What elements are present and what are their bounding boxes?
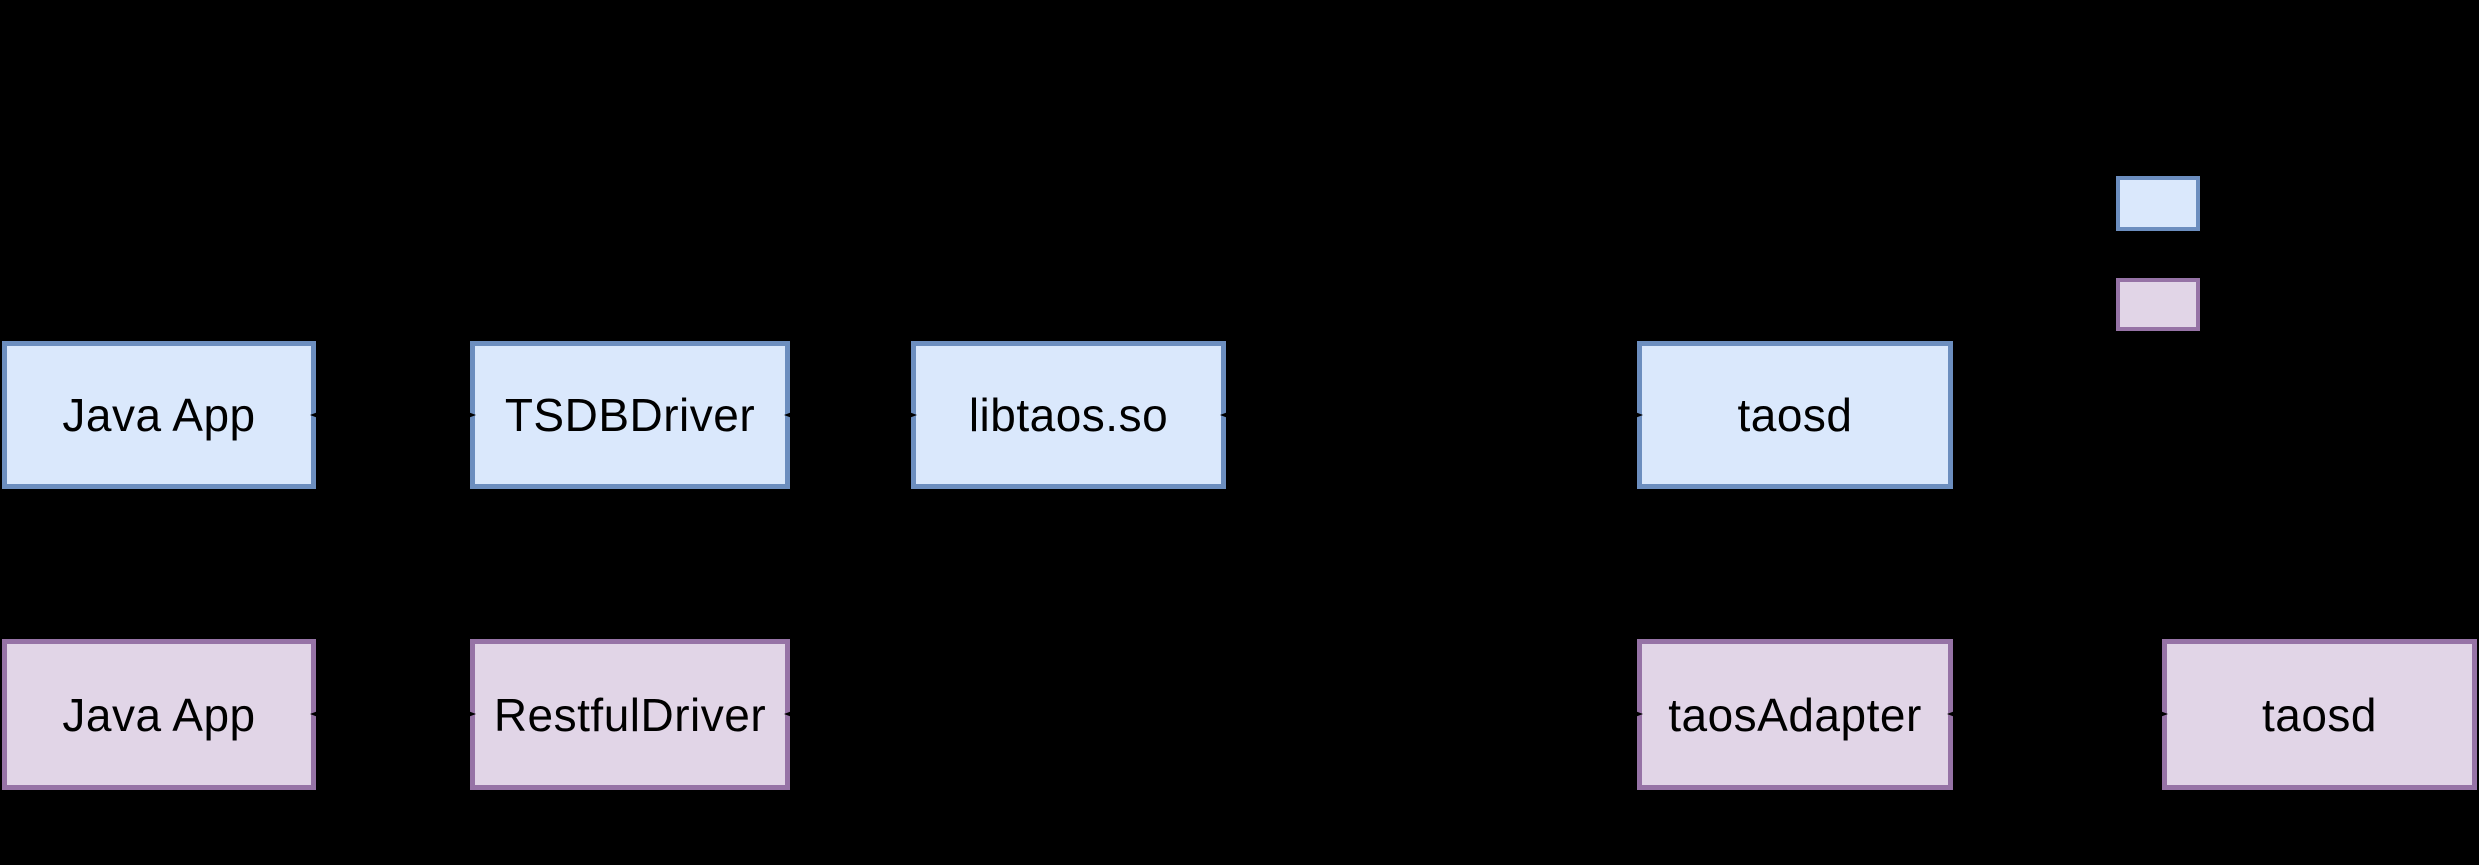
node-taosd-restful: taosd [2162, 639, 2477, 790]
arrow-libtaos-taosd [1220, 403, 1643, 427]
arrow-restfuldriver-taosadapter [784, 702, 1643, 726]
node-restful-driver: RestfulDriver [470, 639, 790, 790]
node-tsdb-driver: TSDBDriver [470, 341, 790, 489]
node-label: Java App [62, 389, 256, 441]
arrow-javaapp-tsdbdriver [310, 403, 476, 427]
node-label: taosd [1737, 389, 1853, 441]
node-label: taosd [2261, 688, 2378, 741]
arrow-javaapp-restfuldriver [310, 702, 476, 726]
node-java-app-restful: Java App [2, 639, 316, 790]
node-label: RestfulDriver [493, 688, 767, 741]
node-label: taosAdapter [1668, 688, 1922, 741]
arrow-tsdbdriver-libtaos [784, 403, 917, 427]
node-label: Java App [62, 688, 256, 741]
node-taosd-jni: taosd [1637, 341, 1953, 489]
arrow-taosadapter-taosd [1947, 702, 2168, 726]
legend-restful-swatch [2116, 278, 2200, 331]
node-label: libtaos.so [968, 389, 1169, 441]
node-java-app-jni: Java App [2, 341, 316, 489]
legend-jni-swatch [2116, 176, 2200, 231]
node-label: TSDBDriver [504, 389, 756, 441]
node-taos-adapter: taosAdapter [1637, 639, 1953, 790]
node-libtaos: libtaos.so [911, 341, 1226, 489]
